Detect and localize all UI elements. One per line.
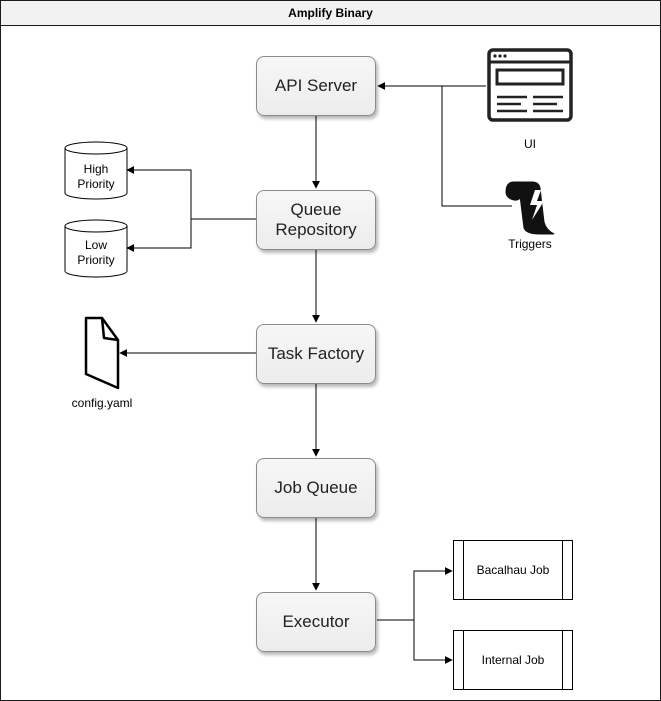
low-priority-label: Low Priority [77,238,115,267]
config-file-label: config.yaml [71,396,133,410]
internal-job-label: Internal Job [481,653,545,667]
bacalhau-job-label: Bacalhau Job [476,563,550,577]
database-icon-high [64,141,128,200]
queue-repository-label: Queue Repository [275,200,357,239]
high-priority-label: High Priority [77,162,115,191]
internal-job-node[interactable]: Internal Job [453,630,573,690]
edge-queue-to-high [126,166,256,220]
container-title: Amplify Binary [288,6,373,20]
edge-executor-to-bacalhau [377,567,453,621]
job-queue-node[interactable]: Job Queue [256,458,376,518]
queue-repository-node[interactable]: Queue Repository [256,190,376,250]
task-factory-label: Task Factory [267,344,365,363]
browser-window-icon [487,48,573,122]
lightning-scroll-icon [505,181,555,235]
edge-executor-to-internal [413,620,453,664]
edge-triggers-to-api [441,86,512,207]
edge-queue-to-low [126,219,192,252]
document-file-icon [84,316,120,390]
container-title-bar: Amplify Binary [1,1,660,26]
bacalhau-job-node[interactable]: Bacalhau Job [453,540,573,600]
executor-label: Executor [282,612,350,631]
api-server-node[interactable]: API Server [256,56,376,116]
job-queue-label: Job Queue [274,478,358,497]
executor-node[interactable]: Executor [256,592,376,652]
database-icon-low [64,219,128,278]
ui-label: UI [524,137,536,151]
api-server-label: API Server [274,76,358,95]
triggers-label: Triggers [508,237,552,251]
task-factory-node[interactable]: Task Factory [256,324,376,384]
